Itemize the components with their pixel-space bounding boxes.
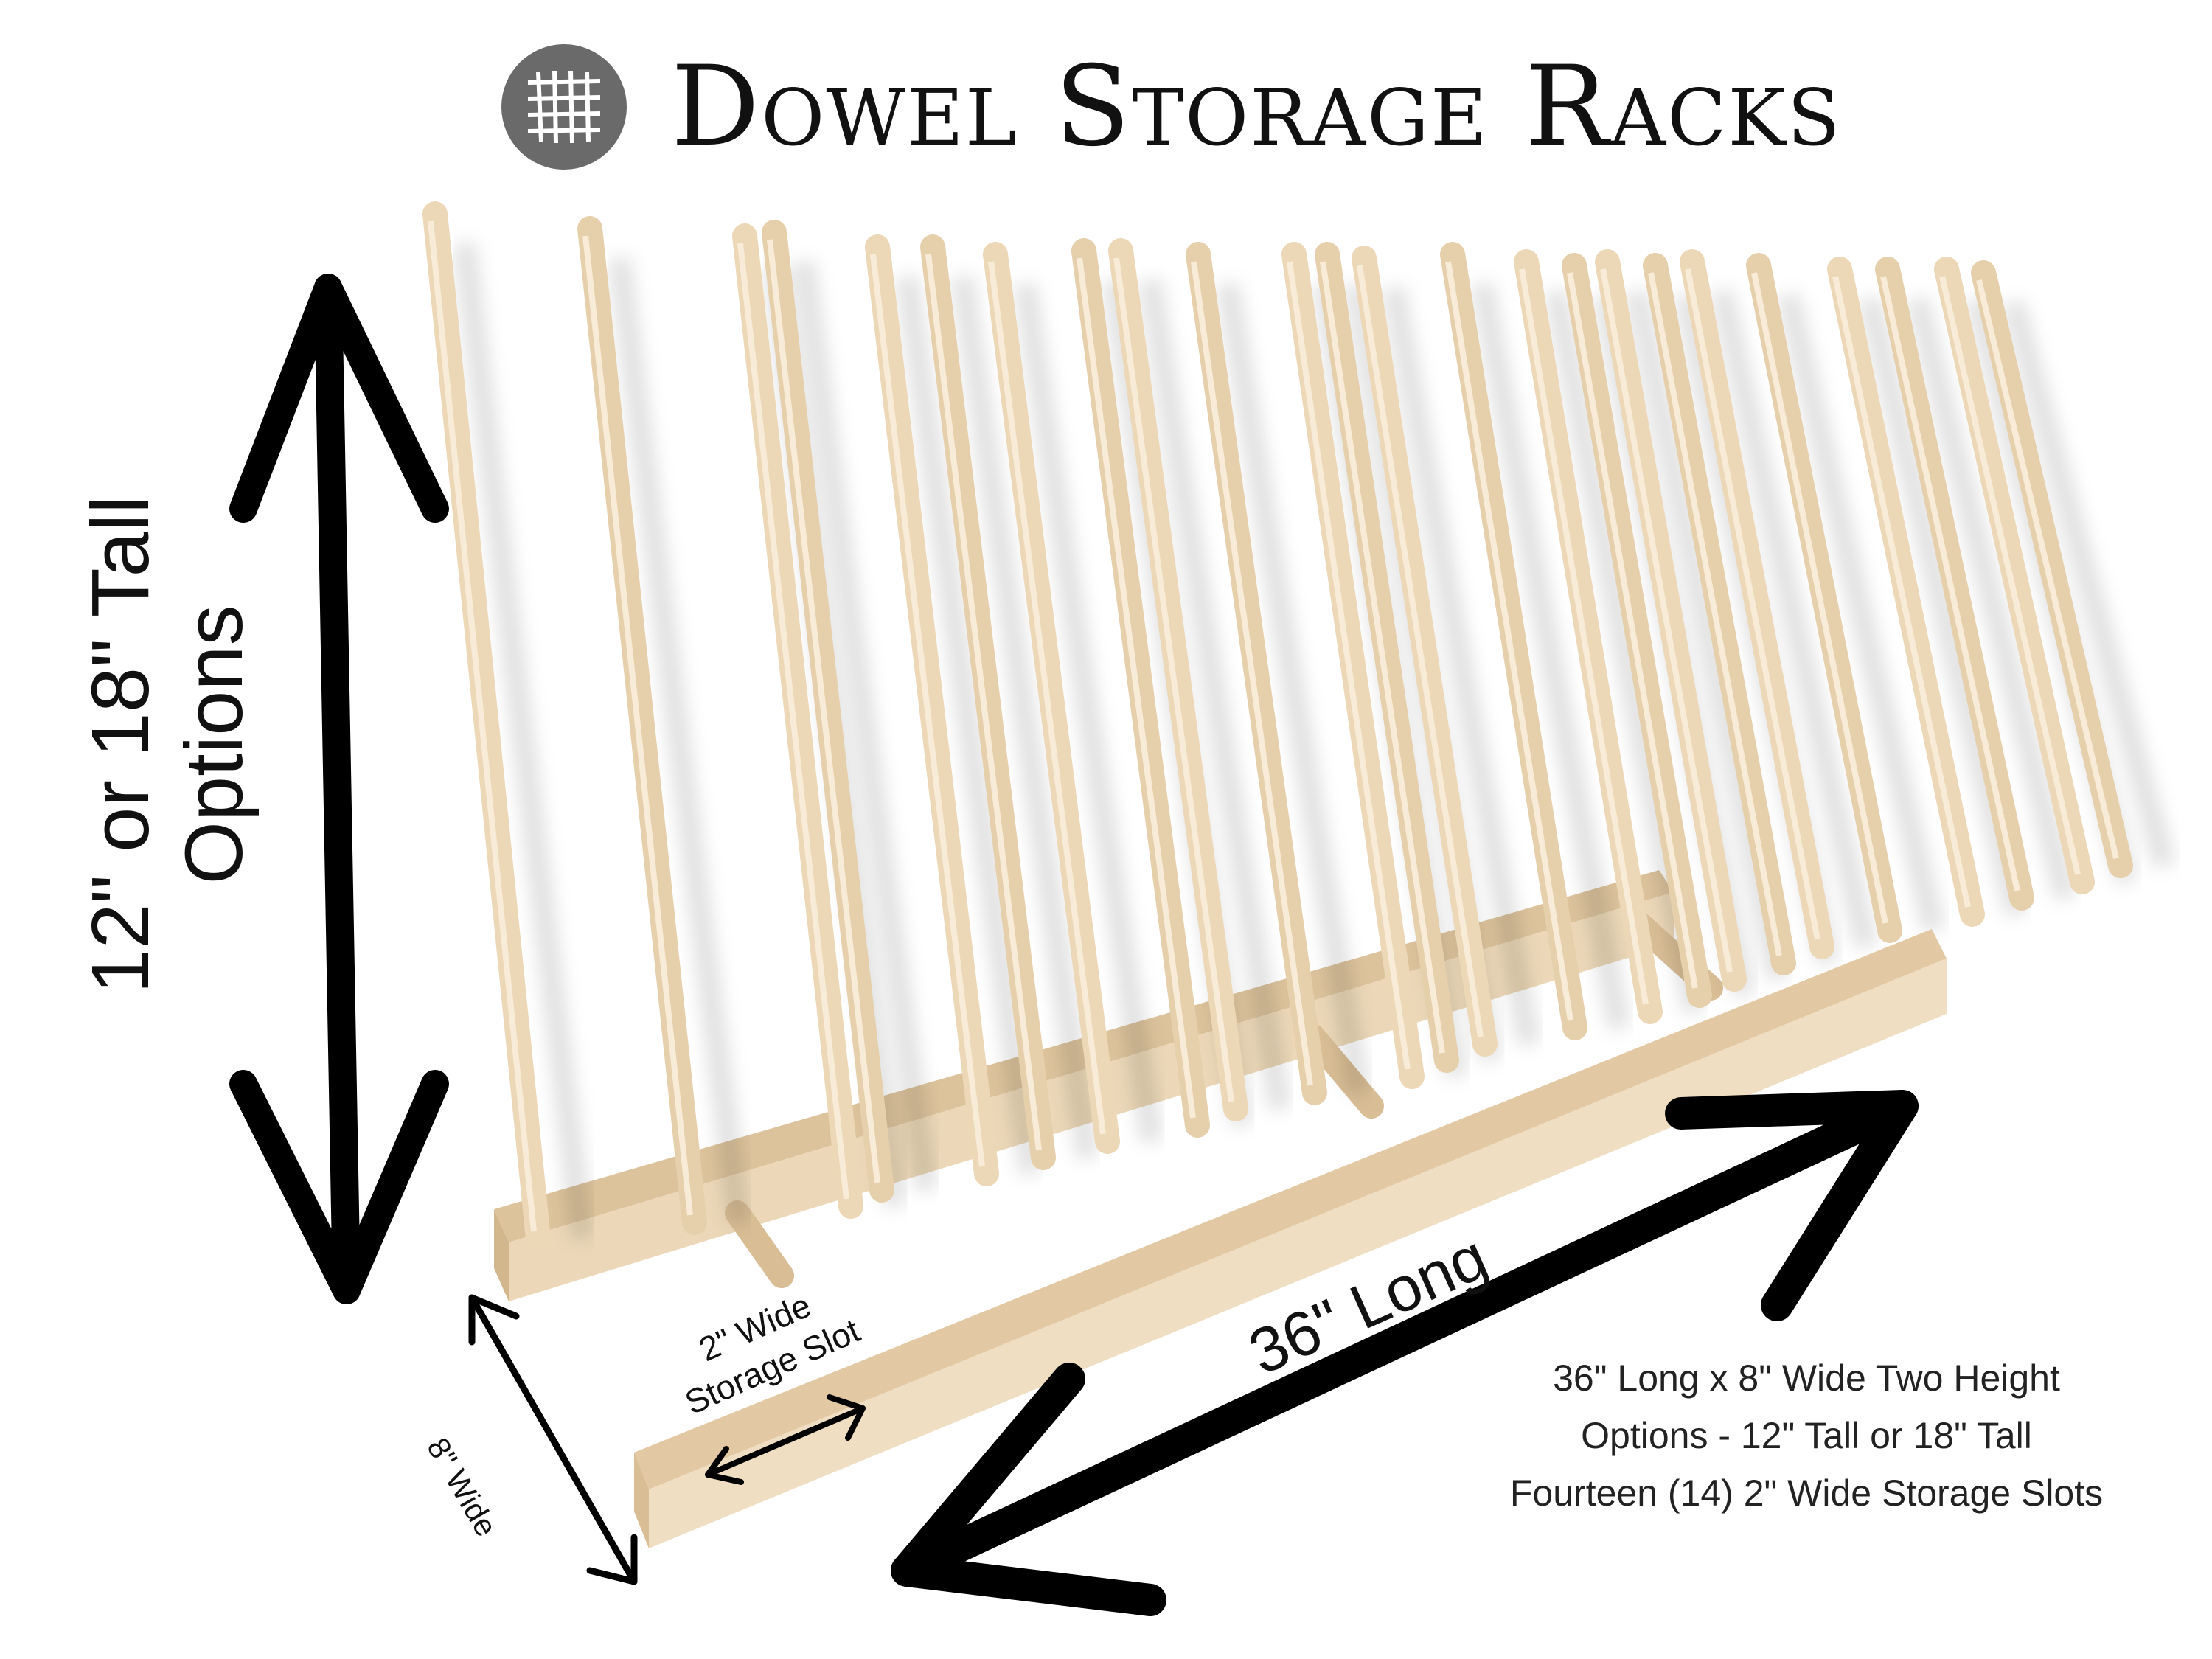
height-label: 12" or 18" Tall Options xyxy=(74,487,265,1003)
dowel xyxy=(1186,242,1327,1105)
dowel-shadow xyxy=(1139,278,1291,1111)
dowel-shadow xyxy=(1217,282,1370,1095)
dowel xyxy=(1746,253,1902,943)
dowel xyxy=(762,220,894,1203)
dowel xyxy=(732,223,863,1219)
dowel-shadow xyxy=(1906,296,2077,901)
dowel-highlight xyxy=(1519,268,1649,1005)
dowel-highlight xyxy=(1685,268,1820,940)
width-arrow xyxy=(468,1294,638,1585)
dowel-shadow xyxy=(1014,282,1163,1144)
grid-icon xyxy=(501,44,627,170)
page-title: Dowel Storage Racks xyxy=(671,43,1842,171)
dowel xyxy=(1595,249,1747,992)
height-label-line1: 12" or 18" Tall xyxy=(75,495,166,994)
dowel-highlight xyxy=(1287,261,1411,1070)
dowel-shadow xyxy=(1777,292,1945,933)
dowel-highlight xyxy=(582,235,693,1216)
dowel-highlight xyxy=(925,254,1042,1151)
dowel-highlight xyxy=(1077,257,1196,1119)
dowel-shadow xyxy=(453,242,594,1240)
dowel xyxy=(1827,257,1985,927)
dowel-highlight xyxy=(1357,265,1484,1037)
dowel-highlight xyxy=(1880,276,2020,891)
dowel-highlight xyxy=(1832,276,1971,908)
dowel xyxy=(1934,257,2095,894)
dowel-highlight xyxy=(767,239,880,1183)
slot-arrow xyxy=(705,1394,866,1485)
dowel xyxy=(1315,242,1459,1073)
dowel-shadow xyxy=(1711,288,1877,950)
dowel xyxy=(865,234,999,1186)
dowel xyxy=(1680,249,1834,959)
dowel-highlight xyxy=(1751,272,1888,924)
dowel-highlight xyxy=(1113,257,1234,1102)
dowel-highlight xyxy=(1976,279,2119,859)
dowel-highlight xyxy=(428,220,537,1232)
dowel xyxy=(1352,246,1498,1057)
spec-text: 36" Long x 8" Wide Two Height Options - … xyxy=(1401,1349,2212,1522)
dowel xyxy=(1643,253,1796,975)
dowel xyxy=(422,201,551,1251)
height-label-line2: Options xyxy=(169,605,260,885)
dowel-highlight xyxy=(1191,261,1313,1086)
dowel-shadow xyxy=(1382,285,1540,1046)
length-arrow xyxy=(891,1090,1919,1616)
height-arrow xyxy=(229,274,449,1304)
dowel xyxy=(1071,238,1210,1138)
dowel-shadow xyxy=(1471,282,1630,1030)
front-rail xyxy=(634,929,1947,1548)
dowel xyxy=(577,216,707,1235)
title-area: Dowel Storage Racks xyxy=(501,33,1842,181)
dowel xyxy=(1514,249,1663,1024)
dowel-highlight xyxy=(870,254,985,1167)
dowel-highlight xyxy=(737,243,849,1200)
dowel xyxy=(1875,257,2034,911)
dowel-highlight xyxy=(1567,272,1698,989)
dowel xyxy=(1562,253,1712,1008)
dowel-highlight xyxy=(988,261,1106,1135)
dowel-group xyxy=(422,201,2176,1251)
dowel-shadow xyxy=(896,274,1042,1176)
dowel xyxy=(1281,242,1425,1089)
dowel-shadow xyxy=(793,260,937,1192)
dowel xyxy=(983,242,1120,1154)
dowel-shadow xyxy=(951,274,1099,1160)
dowel-highlight xyxy=(1600,268,1733,973)
dowel-highlight xyxy=(1939,276,2081,875)
dowel xyxy=(1971,260,2133,878)
dowel-shadow xyxy=(2002,299,2176,869)
dowel xyxy=(1108,238,1248,1121)
dowel xyxy=(920,234,1056,1170)
dowel xyxy=(1440,242,1587,1040)
spec-line1: 36" Long x 8" Wide Two Height xyxy=(1553,1357,2060,1399)
dowel-highlight xyxy=(1445,261,1573,1021)
dowel-highlight xyxy=(1648,272,1782,956)
dowel-highlight xyxy=(1320,261,1445,1054)
spec-line2: Options - 12" Tall or 18" Tall xyxy=(1581,1415,2032,1456)
spec-line3: Fourteen (14) 2" Wide Storage Slots xyxy=(1509,1472,2104,1514)
dowel-shadow xyxy=(608,257,750,1224)
